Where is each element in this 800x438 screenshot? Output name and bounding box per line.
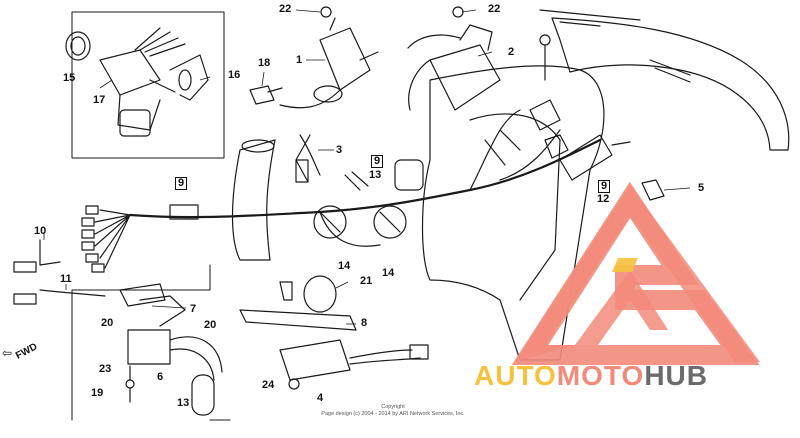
callout-5: 5 (698, 182, 705, 194)
callout-20-right: 20 (204, 319, 217, 331)
callout-11: 11 (60, 273, 72, 285)
copyright-line-1: Copyright (381, 404, 405, 410)
lock-cylinder-16 (169, 54, 209, 101)
bracket-8 (239, 309, 357, 331)
callout-10: 10 (34, 225, 47, 237)
ignition-coil-2 (429, 44, 501, 111)
handlebar-end (649, 59, 691, 83)
cdi-unit-6 (127, 329, 171, 365)
callout-22-right: 22 (488, 3, 501, 15)
ignition-box (71, 11, 225, 159)
callout-13-bottom: 13 (177, 397, 190, 409)
ignition-switch-17 (99, 49, 161, 96)
callout-4: 4 (317, 392, 324, 404)
callout-1: 1 (296, 54, 303, 66)
callout-14-right: 14 (382, 267, 395, 279)
callout-24: 24 (262, 379, 275, 391)
callout-9-center: 9 (371, 155, 384, 168)
callout-17: 17 (93, 94, 106, 106)
callout-12: 12 (597, 193, 610, 205)
watermark-hub: HUB (644, 360, 708, 391)
frame-inner (469, 113, 561, 301)
frame-tube (231, 139, 276, 261)
callout-18: 18 (258, 57, 271, 69)
inset-box (71, 264, 231, 421)
main-harness (128, 138, 602, 219)
callout-9-left: 9 (175, 177, 188, 190)
callout-21: 21 (360, 275, 373, 287)
callout-16: 16 (228, 69, 241, 81)
copyright-notice: Copyright Page design (c) 2004 - 2014 by… (283, 404, 503, 418)
ignition-coil-1 (319, 27, 371, 91)
callout-20-left: 20 (101, 317, 114, 329)
callout-8: 8 (361, 317, 368, 329)
callout-6: 6 (157, 371, 164, 383)
switch-cover-15 (65, 31, 91, 61)
watermark-moto: MOTO (556, 360, 645, 391)
watermark-brand: AUTOMOTOHUB (474, 360, 708, 392)
callout-7: 7 (190, 303, 197, 315)
callout-23: 23 (99, 363, 112, 375)
key-18 (249, 85, 283, 105)
regulator-13 (191, 374, 215, 416)
callout-2: 2 (508, 46, 515, 58)
watermark-logo (511, 181, 760, 365)
fwd-arrow-icon: ⇦ (2, 346, 13, 360)
callout-13-center: 13 (369, 169, 382, 181)
steering-stem (539, 9, 641, 27)
harness-sleeve (169, 204, 199, 220)
callout-14-left: 14 (338, 260, 351, 272)
copyright-line-2: Page design (c) 2004 - 2014 by ARI Netwo… (321, 411, 465, 417)
callout-3: 3 (336, 144, 343, 156)
callout-19: 19 (91, 387, 104, 399)
tube-cap (241, 139, 275, 153)
harness-branch (319, 211, 381, 247)
callout-22-left: 22 (279, 3, 292, 15)
callout-9-right: 9 (598, 180, 611, 193)
callout-15: 15 (63, 72, 76, 84)
fender-outline (551, 17, 790, 151)
watermark-auto: AUTO (474, 360, 557, 391)
rectifier-4 (279, 339, 351, 381)
frame-body (421, 65, 605, 361)
